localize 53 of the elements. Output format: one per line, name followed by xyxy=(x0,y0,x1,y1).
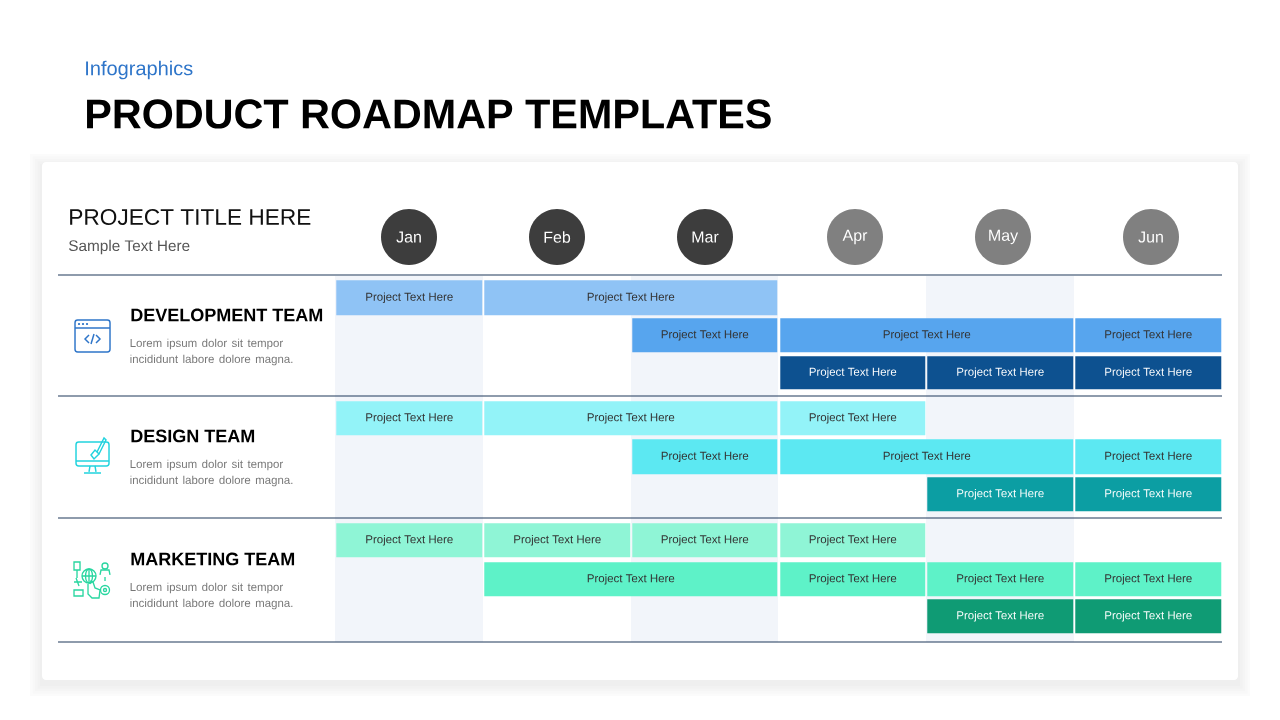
node-label: Project Text Here xyxy=(661,534,749,546)
node-label: Project Text Here xyxy=(1105,573,1192,585)
task-bar: Project Text Here xyxy=(927,599,1074,634)
project-title: PROJECT TITLE HERE xyxy=(70,208,311,226)
task-bar: Project Text Here xyxy=(1075,477,1222,512)
node-label: Project Text Here xyxy=(883,329,971,341)
node-label: Project Text Here xyxy=(366,292,453,304)
node-label: Project Text Here xyxy=(1105,451,1192,463)
task-bar: Project Text Here xyxy=(632,439,778,475)
task-bar: Project Text Here xyxy=(336,280,483,316)
task-bar: Project Text Here xyxy=(780,356,926,390)
team-description: Lorem ipsum dolor sit tempor incididunt labore dolore magna. xyxy=(130,459,293,487)
node-label: Project Text Here xyxy=(957,488,1044,500)
node-label: Project Text Here xyxy=(587,412,675,424)
node-label: Project Text Here xyxy=(957,610,1044,622)
node-label: Project Text Here xyxy=(1105,610,1192,622)
node-label: Project Text Here xyxy=(1105,367,1192,379)
node-label: Project Text Here xyxy=(366,412,453,424)
task-bar: Project Text Here xyxy=(336,401,483,436)
task-bar: Project Text Here xyxy=(1075,318,1222,353)
task-bar: Project Text Here xyxy=(927,477,1074,512)
team-heading: DESIGN TEAM xyxy=(131,429,255,443)
task-bar: Project Text Here xyxy=(927,356,1074,390)
task-bar: Project Text Here xyxy=(780,401,926,436)
task-bar: Project Text Here xyxy=(780,562,926,597)
task-bar: Project Text Here xyxy=(927,562,1074,597)
task-bar: Project Text Here xyxy=(780,523,926,558)
node-label: Project Text Here xyxy=(883,451,971,463)
task-bar: Project Text Here xyxy=(1075,439,1222,475)
task-bar: Project Text Here xyxy=(484,523,631,558)
task-bar: Project Text Here xyxy=(1075,599,1222,634)
task-bar: Project Text Here xyxy=(1075,356,1222,390)
node-label: Project Text Here xyxy=(514,534,601,546)
task-bar: Project Text Here xyxy=(632,318,778,353)
node-label: Project Text Here xyxy=(366,534,453,546)
node-label: Project Text Here xyxy=(957,367,1044,379)
node-label: Project Text Here xyxy=(1105,488,1192,500)
team-heading: DEVELOPMENT TEAM xyxy=(131,308,323,322)
subtitle: Infographics xyxy=(86,60,193,80)
node-label: Project Text Here xyxy=(1105,329,1192,341)
team-description: Lorem ipsum dolor sit tempor incididunt labore dolore magna. xyxy=(130,338,293,366)
task-bar: Project Text Here xyxy=(484,562,778,597)
project-subtitle: Sample Text Here xyxy=(68,239,190,255)
node-label: Project Text Here xyxy=(809,367,897,379)
team-description: Lorem ipsum dolor sit tempor incididunt labore dolore magna. xyxy=(130,582,293,610)
node-label: Project Text Here xyxy=(809,573,897,585)
task-bar: Project Text Here xyxy=(336,523,483,558)
page-title: PRODUCT ROADMAP TEMPLATES xyxy=(87,99,771,129)
team-heading: MARKETING TEAM xyxy=(131,552,295,566)
node-label: Project Text Here xyxy=(957,573,1044,585)
task-bar: Project Text Here xyxy=(632,523,778,558)
task-bar: Project Text Here xyxy=(1075,562,1222,597)
node-label: Project Text Here xyxy=(587,292,675,304)
